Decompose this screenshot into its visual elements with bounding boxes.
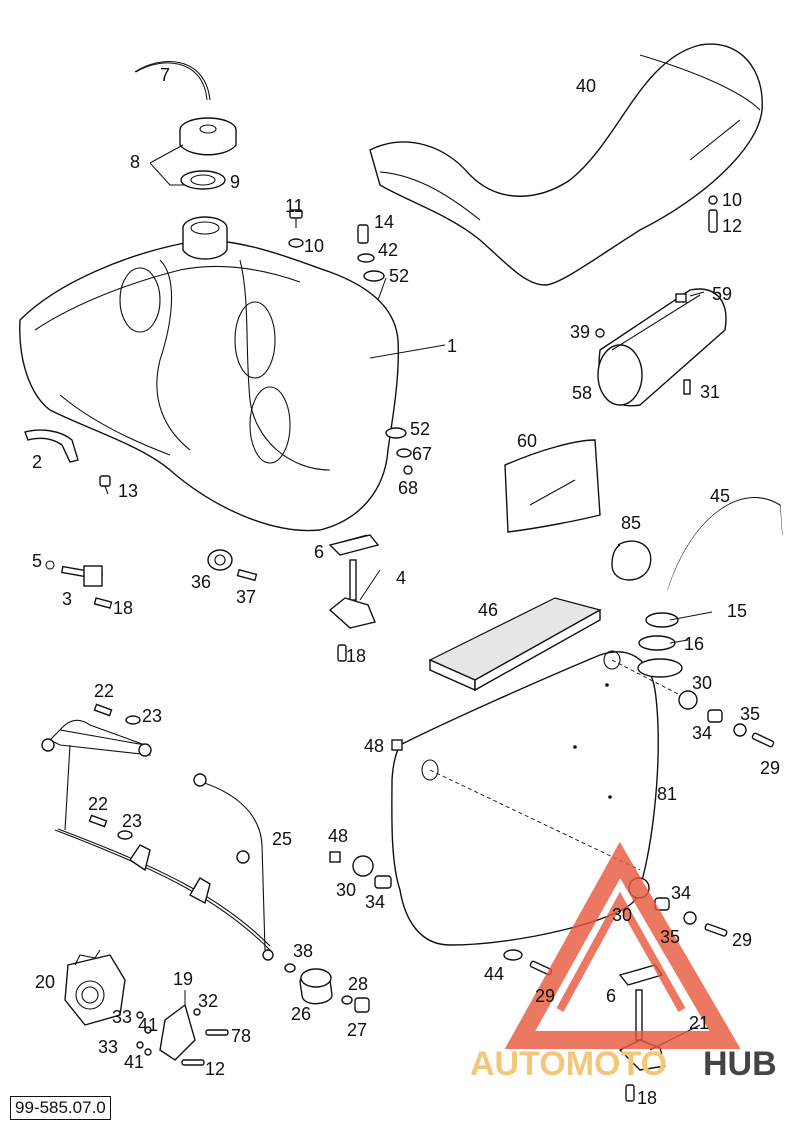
fuel-tap <box>328 534 380 662</box>
callout-label: 81 <box>657 784 677 804</box>
callout-label: 60 <box>517 431 537 451</box>
callout-label: 33 <box>98 1037 118 1057</box>
callout-label: 1 <box>447 336 457 356</box>
callout-label: 30 <box>336 880 356 900</box>
callout-label: 32 <box>198 991 218 1011</box>
fuel-tank-drawing <box>19 216 400 532</box>
callout-label: 25 <box>272 829 292 849</box>
callout-label: 22 <box>94 681 114 701</box>
callout-label: 30 <box>692 673 712 693</box>
callout-label: 6 <box>606 986 616 1006</box>
callout-label: 16 <box>684 634 704 654</box>
callout-label: 12 <box>722 216 742 236</box>
callout-label: 19 <box>173 969 193 989</box>
callout-label: 15 <box>727 601 747 621</box>
callout-label: 38 <box>293 941 313 961</box>
callout-label: 67 <box>412 444 432 464</box>
callout-label: 18 <box>346 646 366 666</box>
callout-label: 52 <box>410 419 430 439</box>
callout-label: 20 <box>35 972 55 992</box>
callout-label: 46 <box>478 600 498 620</box>
callout-label: 3 <box>62 589 72 609</box>
seat-drawing <box>369 43 763 286</box>
callout-label: 13 <box>118 481 138 501</box>
vent-hose <box>134 60 211 101</box>
cap-seal <box>180 170 226 190</box>
tank-hardware <box>288 209 413 475</box>
callout-label: 23 <box>122 811 142 831</box>
callout-label: 18 <box>637 1088 657 1108</box>
callout-label: 30 <box>612 905 632 925</box>
callout-label: 41 <box>124 1052 144 1072</box>
callout-label: 5 <box>32 551 42 571</box>
callout-label: 34 <box>365 892 385 912</box>
callout-label: 42 <box>378 240 398 260</box>
callout-label: 29 <box>760 758 780 778</box>
callout-label: 59 <box>712 284 732 304</box>
callout-label: 85 <box>621 513 641 533</box>
callout-label: 44 <box>484 964 504 984</box>
callout-label: 48 <box>328 826 348 846</box>
callout-label: 40 <box>576 76 596 96</box>
callout-label: 33 <box>112 1007 132 1027</box>
callout-label: 18 <box>113 598 133 618</box>
callout-label: 48 <box>364 736 384 756</box>
callout-label: 29 <box>732 930 752 950</box>
throttle-bracket <box>136 1003 229 1066</box>
callout-label: 27 <box>347 1020 367 1040</box>
callout-label: 36 <box>191 572 211 592</box>
throttle-body <box>64 949 126 1026</box>
callout-label: 68 <box>398 478 418 498</box>
callout-label: 2 <box>32 452 42 472</box>
callout-label: 34 <box>671 883 691 903</box>
fuel-cap <box>179 117 237 156</box>
hose-clip <box>611 540 652 581</box>
small-parts-left <box>45 549 258 609</box>
callout-label: 23 <box>142 706 162 726</box>
callout-labels: 1 2 3 4 5 6 7 8 9 10 10 11 12 12 13 14 1… <box>32 65 780 1108</box>
callout-label: 4 <box>396 568 406 588</box>
watermark-text-hub: HUB <box>703 1045 777 1083</box>
rear-tank-hardware <box>329 690 775 976</box>
callout-label: 14 <box>374 212 394 232</box>
watermark-logo <box>504 841 741 1049</box>
callout-label: 12 <box>205 1059 225 1079</box>
callout-label: 8 <box>130 152 140 172</box>
callout-label: 52 <box>389 266 409 286</box>
callout-label: 10 <box>722 190 742 210</box>
callout-label: 9 <box>230 172 240 192</box>
callout-label: 41 <box>138 1015 158 1035</box>
callout-label: 45 <box>710 486 730 506</box>
callout-label: 28 <box>348 974 368 994</box>
callout-label: 78 <box>231 1026 251 1046</box>
subframe-drawing <box>41 719 274 961</box>
callout-label: 35 <box>740 704 760 724</box>
callout-label: 10 <box>304 236 324 256</box>
callout-label: 26 <box>291 1004 311 1024</box>
callout-label: 29 <box>535 986 555 1006</box>
callout-label: 58 <box>572 383 592 403</box>
callout-label: 37 <box>236 587 256 607</box>
document-code: 99-585.07.0 <box>10 1096 111 1120</box>
callout-label: 7 <box>160 65 170 85</box>
tool-bag <box>597 288 727 407</box>
callout-label: 11 <box>285 196 304 216</box>
callout-label: 31 <box>700 382 720 402</box>
callout-label: 34 <box>692 723 712 743</box>
tank-bracket <box>24 429 79 463</box>
callout-label: 39 <box>570 322 590 342</box>
callout-label: 35 <box>660 927 680 947</box>
callout-label: 6 <box>314 542 324 562</box>
callout-label: 21 <box>689 1013 709 1033</box>
filter-pad <box>428 597 602 692</box>
callout-label: 22 <box>88 794 108 814</box>
rubber-damper <box>284 963 370 1013</box>
breather-hose <box>667 496 783 591</box>
ktm-decal <box>504 439 601 533</box>
watermark-text-automoto: AUTOMOTO <box>470 1045 667 1083</box>
